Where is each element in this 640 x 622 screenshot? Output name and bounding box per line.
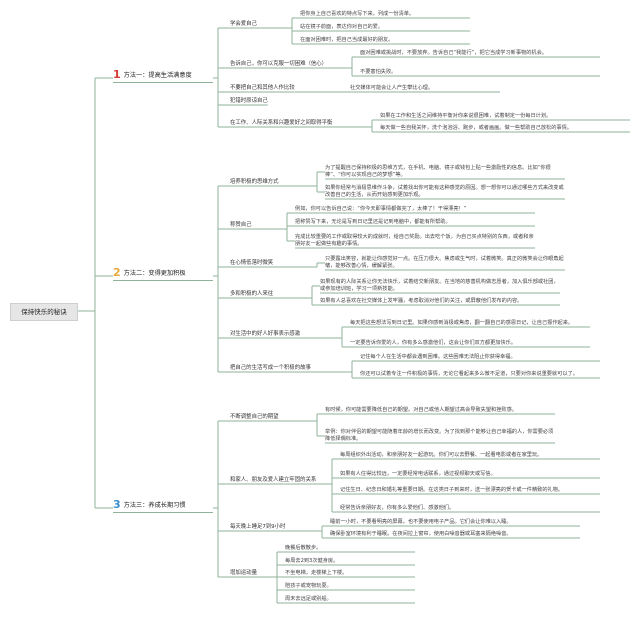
item-text: 经常告诉亲朋好友，你有多么爱他们、感激他们。 [340,505,455,511]
item-text: 每周去2到3次健身房。 [285,558,339,564]
item-text: 陪孩子或宠物玩耍。 [285,583,332,589]
group-node: 不要把自己和其他人作比较 [230,85,295,91]
root-node: 保持快乐的秘诀 [10,303,78,321]
item-text: 完成比较重要的工作或取得较大的成就时，给自己奖励。出去吃个饭，为自己买点特别的东… [295,234,534,247]
item-text: 晚餐后散散步。 [285,545,322,551]
group-node: 每天晚上睡足7到9小时 [230,524,286,530]
item-text: 面对困难或挑战时，不要放弃。告诉自己“我能行”，把它当成学习新事物的机会。 [360,50,547,56]
group-node: 犯错时原谅自己 [230,98,268,104]
group-node: 不断调整自己的期望 [230,414,279,420]
group-node: 在工作、人际关系和兴趣爱好之间取得平衡 [230,120,333,126]
item-text: 举例：你对伴侣的期望可能随着年龄的增长而改变。为了找到那个能够让自己幸福的人，你… [325,429,554,442]
item-text: 如果有人总喜欢在社交媒体上发牢骚，考虑取消对他们的关注，或屏蔽他们发布的内容。 [320,298,523,304]
method-label-2: 方法二：变得更加积极 [123,270,186,277]
item-text: 一定要告诉你爱的人，你有多么感激他们，这会让你们双方都更加快乐。 [350,340,517,346]
item-text: 确保卧室环境有利于睡眠。在夜间拉上窗帘，使用白噪音器或耳塞来隔绝噪音。 [330,531,512,537]
item-text: 为了提醒自己保持积极的思维方式，在手机、电脑、镜子或钱包上贴一些激励性的信息。比… [325,165,551,178]
group-node: 在心情低落时微笑 [230,260,274,266]
item-text: 把称赞写下来，无论是写到日记里还是记到电脑中，都能有所帮助。 [295,219,451,225]
method-label-1: 方法一：提高生活满意度 [123,72,192,79]
item-text: 把你身上自己喜欢的特点写下来，列成一份清单。 [300,11,415,17]
item-text: 你还可以试着专注一件积极的事情，无论它看起来多么微不足道，只要对你来说重要就可以… [360,371,578,377]
item-text: 睡前一小时，不要看明亮的屏幕，也不要使用电子产品。它们会让你难以入睡。 [330,519,512,525]
group-node: 告诉自己，你可以克服一切困难（信心） [230,61,328,67]
item-text: 不要害怕失败。 [360,69,397,75]
item-text: 如果有人住得比较远，一定要经常电话联系，通过视频聊天或写信。 [340,471,496,477]
group-node: 称赞自己 [230,222,252,228]
item-text: 周末去远足或别船。 [285,596,332,602]
item-text: 如果在工作和生活之间维持平衡对你来说很困难，试着制定一份每日计划。 [380,113,552,119]
group-node: 多和积极的人来往 [230,291,274,297]
item-text: 社交媒体可能会让人产生攀比心理。 [350,85,434,91]
item-text: 记住每个人在生活中都会遇到困难。这些困难无法阻止你获得幸福。 [360,354,516,360]
item-text: 站在镜子前面，表达你对自己的爱。 [300,24,384,30]
item-text: 只要露出笑容，就能让你感觉好一点。在压力很大、焦虑或生气时，试着微笑。真正的微笑… [325,256,564,269]
item-text: 例如，你可以告诉自己说：“你今天即事情都做完了，太棒了！干得漂亮！” [295,206,467,212]
item-text: 有时候，你可能需要降低自己的期望。对自己或他人期望过高会导致失望和挫败感。 [325,407,517,413]
group-node: 培养积极的思维方式 [230,179,279,185]
method-number-1: 1 [113,68,121,81]
item-text: 如果现有的人际关系让你无法快乐，试着结交新朋友。在当地的慈善机构做志愿者，加入俱… [320,279,559,292]
method-number-3: 3 [113,498,121,511]
item-text: 如果你经常与消极思维作斗争，试着找出你可能有这种感觉的原因。想一想你可以通过哪些… [325,185,564,198]
item-text: 在面对困难时，把自己当成最好的朋友。 [300,37,394,43]
group-node: 和家人、朋友及爱人建立牢固的关系 [230,477,317,483]
method-number-2: 2 [113,266,121,279]
item-text: 记住生日、纪念日和婚礼等重要日期。在这类日子到来时，送一张漂亮的贺卡或一件精致的… [340,487,564,493]
method-label-3: 方法三：养成长期习惯 [123,502,186,509]
item-text: 每天把这些想法写到日记里。如果你感到消极或焦虑，翻一翻自己的感恩日记，让自己振作… [350,320,574,326]
group-node: 对生活中的好人好事表示感激 [230,331,301,337]
group-node: 学会爱自己 [230,21,257,27]
group-node: 增加运动量 [230,570,257,576]
item-text: 每周组织外出活动，和亲朋好友一起游玩。你们可以去野餐、一起看电影或者在家里玩。 [340,452,543,458]
item-text: 不坐电梯，走楼梯上下楼。 [285,570,348,576]
item-text: 每天做一些自我关怀，洗个泡泡浴、跑步，或者画画。做一些帮助自己放松的事情。 [380,125,572,131]
group-node: 把自己的生活写成一个积极的故事 [230,365,311,371]
